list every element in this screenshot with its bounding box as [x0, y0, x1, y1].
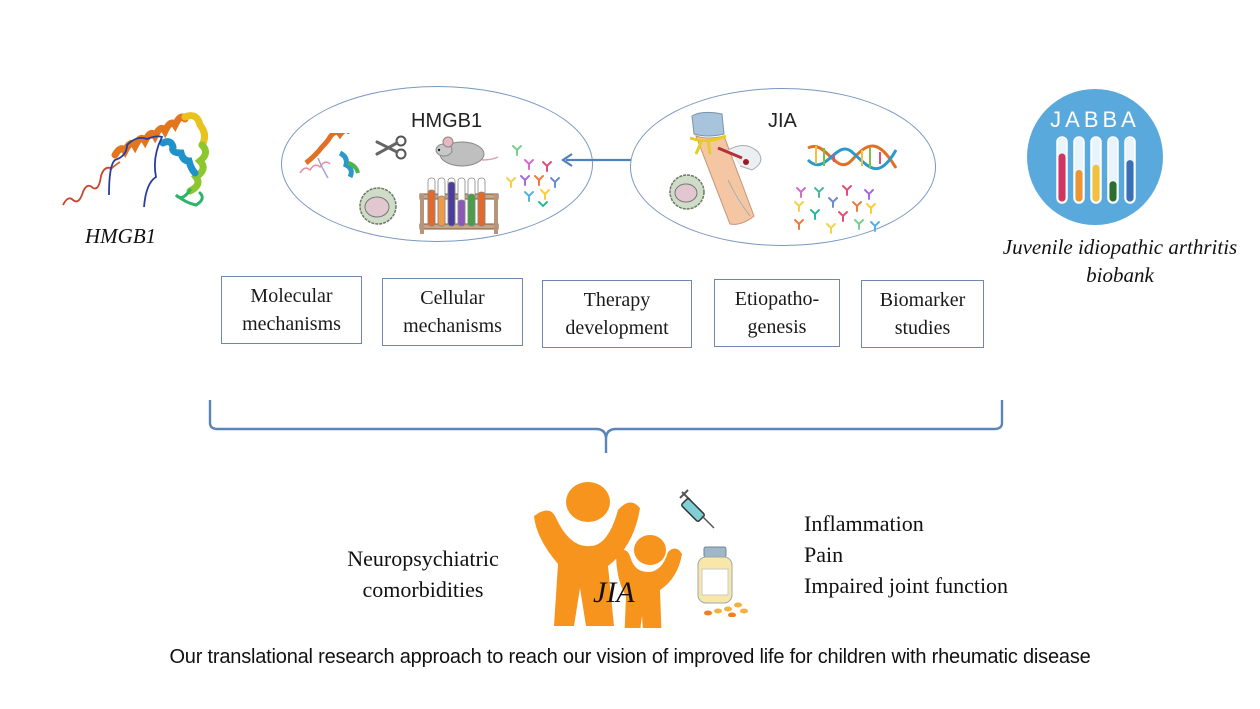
- curly-bracket: [208, 400, 1004, 453]
- test-tube-liquid: [1092, 164, 1100, 202]
- jia-oval: [630, 88, 936, 246]
- mouse-icon: [435, 136, 499, 167]
- jabba-logo-text: JABBA: [1050, 107, 1140, 132]
- research-area-therapy-development: Therapy development: [542, 280, 692, 348]
- jabba-logo: JABBA: [1027, 89, 1163, 225]
- test-tube-liquid: [1126, 160, 1134, 202]
- jabba-caption-line1: Juvenile idiopathic arthritis: [1002, 235, 1238, 259]
- hmgb1-oval-title: HMGB1: [411, 110, 483, 132]
- figure-caption: Our translational research approach to r…: [169, 646, 1091, 668]
- research-area-line2: studies: [894, 317, 951, 339]
- test-tube-liquid: [1075, 170, 1083, 202]
- hmgb1-protein-structure-icon: [62, 112, 209, 208]
- effect-item: Pain: [804, 542, 844, 567]
- protein-structure-icon: [299, 133, 360, 179]
- test-tube-liquid: [1058, 153, 1066, 202]
- jia-figure-label: JIA: [593, 576, 635, 609]
- effect-item: Inflammation: [804, 511, 924, 536]
- blood-draw-arm-icon: [689, 111, 762, 225]
- pill-bottle-icon: [697, 546, 748, 617]
- test-tube-rack-icon: [419, 177, 499, 234]
- dna-icon: [806, 144, 898, 171]
- research-area-line1: Molecular: [250, 285, 333, 307]
- hmgb1-oval: [281, 86, 593, 242]
- neuro-line1: Neuropsychiatric: [347, 546, 499, 571]
- research-area-cellular-mechanisms: Cellular mechanisms: [382, 278, 523, 346]
- test-tube-liquid: [1109, 181, 1117, 202]
- disease-effects-list: Inflammation Pain Impaired joint functio…: [804, 508, 1008, 601]
- research-area-line2: mechanisms: [403, 315, 502, 337]
- jia-oval-title: JIA: [768, 110, 797, 132]
- research-area-line1: Therapy: [583, 289, 651, 311]
- research-area-line2: mechanisms: [242, 313, 341, 335]
- scissors-icon: [375, 135, 407, 160]
- syringe-icon: [679, 489, 715, 529]
- neuropsychiatric-comorbidities: Neuropsychiatric comorbidities: [328, 543, 518, 605]
- protein-label: HMGB1: [85, 224, 157, 248]
- neuro-line2: comorbidities: [362, 577, 484, 602]
- research-area-line1: Biomarker: [879, 289, 966, 311]
- research-area-line2: development: [565, 317, 669, 339]
- jabba-caption: Juvenile idiopathic arthritis biobank: [985, 233, 1255, 289]
- cell-icon: [359, 187, 397, 225]
- antibodies-icon: [794, 185, 880, 234]
- research-area-line1: Etiopatho-: [734, 288, 820, 310]
- research-area-line2: genesis: [747, 316, 807, 338]
- research-area-line1: Cellular: [420, 287, 485, 309]
- effect-item: Impaired joint function: [804, 573, 1009, 598]
- jabba-caption-line2: biobank: [1086, 263, 1154, 287]
- cell-icon: [669, 174, 705, 210]
- research-area-etiopathogenesis: Etiopatho- genesis: [714, 279, 840, 347]
- research-area-molecular-mechanisms: Molecular mechanisms: [221, 276, 362, 344]
- antibodies-icon: [506, 145, 560, 208]
- jia-family-figure-icon: [534, 482, 682, 628]
- research-area-biomarker-studies: Biomarker studies: [861, 280, 984, 348]
